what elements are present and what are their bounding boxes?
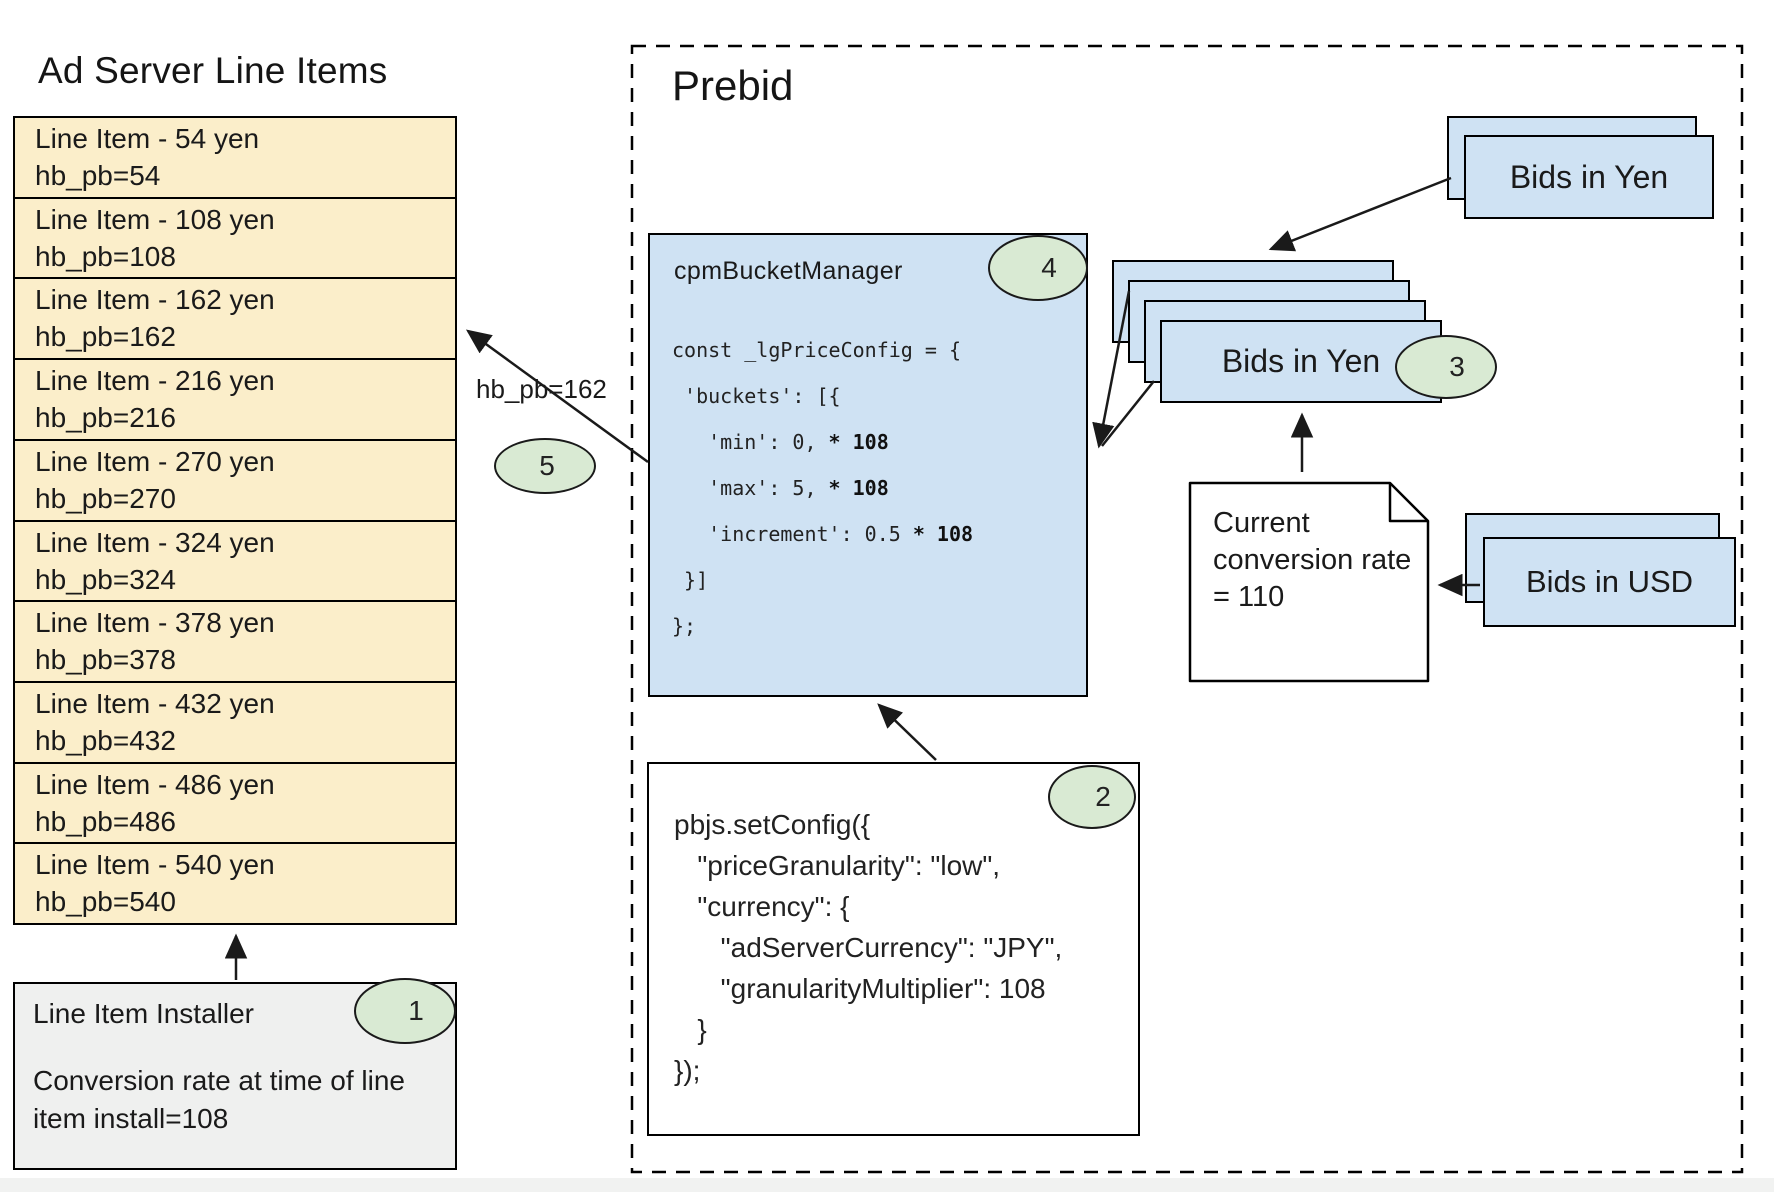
bucket-code-line: const _lgPriceConfig = { xyxy=(672,338,961,362)
line-item-name: Line Item - 216 yen xyxy=(35,365,275,397)
setconfig-code-line: "granularityMultiplier": 108 xyxy=(674,973,1046,1004)
line-item-row: Line Item - 432 yen hb_pb=432 xyxy=(15,683,455,764)
line-item-row: Line Item - 216 yen hb_pb=216 xyxy=(15,360,455,441)
line-item-param: hb_pb=540 xyxy=(35,886,176,918)
ad-server-title: Ad Server Line Items xyxy=(38,50,388,91)
line-item-name: Line Item - 540 yen xyxy=(35,849,275,881)
step-badge-2: 2 xyxy=(1048,765,1136,829)
line-item-name: Line Item - 54 yen xyxy=(35,123,260,154)
bids-in-yen-top-card: Bids in Yen xyxy=(1464,135,1714,219)
line-item-row: Line Item - 54 yen hb_pb=54 xyxy=(15,118,455,199)
setconfig-code-line: "adServerCurrency": "JPY", xyxy=(674,932,1063,963)
bids-in-yen-stack-label: Bids in Yen xyxy=(1221,343,1381,379)
line-item-name: Line Item - 108 yen xyxy=(35,203,275,235)
bids-in-yen-top-label: Bids in Yen xyxy=(1509,158,1669,195)
cpm-bucket-manager-box: cpmBucketManager const _lgPriceConfig = … xyxy=(648,233,1088,697)
hb-pb-edge-label: hb_pb=162 xyxy=(476,374,607,404)
bottom-strip xyxy=(0,1178,1774,1192)
line-item-row: Line Item - 162 yen hb_pb=162 xyxy=(15,279,455,361)
line-item-name: Line Item - 162 yen xyxy=(35,284,275,316)
line-item-row: Line Item - 324 yen hb_pb=324 xyxy=(15,522,455,603)
line-item-param: hb_pb=432 xyxy=(35,724,176,756)
step-badge-1: 1 xyxy=(354,978,456,1044)
installer-title: Line Item Installer xyxy=(33,998,254,1029)
line-item-row: Line Item - 378 yen hb_pb=378 xyxy=(15,602,455,683)
setconfig-code-line: pbjs.setConfig({ xyxy=(674,809,871,840)
line-item-row: Line Item - 486 yen hb_pb=486 xyxy=(15,764,455,845)
step-badge-3: 3 xyxy=(1395,335,1497,399)
line-item-param: hb_pb=270 xyxy=(35,482,176,514)
step-badge-5: 5 xyxy=(494,438,596,494)
line-item-row: Line Item - 108 yen hb_pb=108 xyxy=(15,199,455,280)
line-item-param: hb_pb=378 xyxy=(35,644,176,676)
setconfig-code-line: "currency": { xyxy=(674,891,850,922)
line-item-param: hb_pb=54 xyxy=(35,160,161,191)
setconfig-code-line: }); xyxy=(674,1055,701,1086)
line-item-param: hb_pb=108 xyxy=(35,240,176,272)
bucket-code-line: 'max': 5, * 108 xyxy=(672,476,889,500)
bids-in-usd-card: Bids in USD xyxy=(1483,537,1736,627)
step-badge-4: 4 xyxy=(988,235,1088,301)
bucket-code-line: }] xyxy=(672,568,709,592)
line-item-name: Line Item - 432 yen xyxy=(35,687,275,719)
bucket-code-line: }; xyxy=(672,614,697,638)
bucket-manager-title: cpmBucketManager xyxy=(674,257,903,285)
installer-note: Conversion rate at time of line item ins… xyxy=(33,1065,405,1134)
line-item-row: Line Item - 540 yen hb_pb=540 xyxy=(15,844,455,923)
setconfig-code-line: } xyxy=(674,1014,707,1045)
line-item-param: hb_pb=216 xyxy=(35,402,176,434)
line-item-param: hb_pb=162 xyxy=(35,321,176,353)
prebid-title: Prebid xyxy=(672,62,794,109)
arrow-yen-top-to-stack xyxy=(1268,176,1452,252)
line-item-param: hb_pb=324 xyxy=(35,563,176,595)
line-item-name: Line Item - 324 yen xyxy=(35,526,275,558)
arrow-setconfig-to-bucket xyxy=(877,703,937,761)
setconfig-code: pbjs.setConfig({ "priceGranularity": "lo… xyxy=(674,804,1062,1091)
setconfig-code-line: "priceGranularity": "low", xyxy=(674,850,1001,881)
bucket-code-line: 'increment': 0.5 * 108 xyxy=(672,522,974,546)
bucket-code: const _lgPriceConfig = { 'buckets': [{ '… xyxy=(672,327,973,649)
bucket-code-line: 'min': 0, * 108 xyxy=(672,430,889,454)
conversion-note-text: Current conversion rate = 110 xyxy=(1213,507,1412,613)
arrow-yen-stack-to-bucket-2 xyxy=(1101,380,1155,447)
line-item-param: hb_pb=486 xyxy=(35,805,176,837)
bucket-code-line: 'buckets': [{ xyxy=(672,384,841,408)
bids-in-usd-label: Bids in USD xyxy=(1525,564,1694,599)
line-item-name: Line Item - 378 yen xyxy=(35,607,275,639)
line-item-row: Line Item - 270 yen hb_pb=270 xyxy=(15,441,455,522)
line-item-name: Line Item - 486 yen xyxy=(35,768,275,800)
line-item-name: Line Item - 270 yen xyxy=(35,445,275,477)
